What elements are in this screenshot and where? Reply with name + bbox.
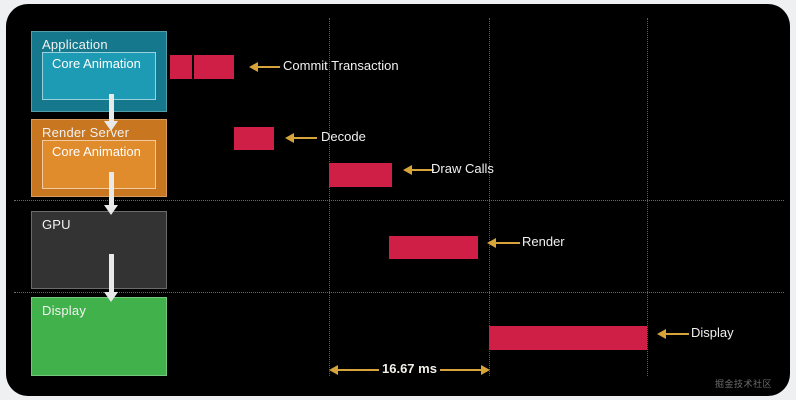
callout-line-display: [665, 333, 689, 335]
lane-inner-box-application: Core Animation: [42, 52, 156, 100]
callout-arrowhead-draw-calls: [403, 165, 412, 175]
callout-line-render: [495, 242, 520, 244]
bar-decode: [234, 127, 274, 150]
bar-render: [389, 236, 478, 259]
measure-label-16-67-ms: 16.67 ms: [382, 361, 437, 376]
flow-arrow-gpu-to-display-head: [104, 292, 118, 302]
callout-arrowhead-display: [657, 329, 666, 339]
flow-arrow-app-to-render-server-head: [104, 121, 118, 131]
lane-inner-label-application: Core Animation: [52, 56, 141, 71]
callout-line-decode: [293, 137, 317, 139]
flow-arrow-app-to-render-server-shaft: [109, 94, 114, 123]
flow-arrow-render-server-to-gpu-shaft: [109, 172, 114, 207]
measure-arrowhead-left: [329, 365, 338, 375]
horizontal-gridline-gpu: [14, 200, 784, 201]
flow-arrow-gpu-to-display-shaft: [109, 254, 114, 294]
callout-label-draw-calls: Draw Calls: [431, 161, 494, 176]
lane-panel-gpu: GPU: [31, 211, 167, 289]
callout-label-display: Display: [691, 325, 734, 340]
watermark: 掘金技术社区: [714, 379, 772, 389]
callout-arrowhead-commit-transaction: [249, 62, 258, 72]
callout-arrowhead-decode: [285, 133, 294, 143]
bar-commit-transaction-b: [194, 55, 234, 79]
vertical-gridline-3: [647, 18, 648, 376]
lane-label-display: Display: [42, 303, 87, 318]
bar-display: [489, 326, 647, 350]
callout-line-draw-calls: [411, 169, 434, 171]
lane-label-application: Application: [42, 37, 108, 52]
lane-label-gpu: GPU: [42, 217, 71, 232]
callout-label-commit-transaction: Commit Transaction: [283, 58, 399, 73]
vertical-gridline-2: [489, 18, 490, 376]
measure-arrowhead-right: [481, 365, 490, 375]
bar-commit-transaction-a: [170, 55, 194, 79]
horizontal-gridline-display: [14, 292, 784, 293]
diagram-canvas: Application Core Animation Render Server…: [6, 4, 790, 396]
callout-line-commit-transaction: [257, 66, 280, 68]
lane-panel-display: Display: [31, 297, 167, 376]
lane-inner-box-render-server: Core Animation: [42, 140, 156, 189]
vertical-gridline-1: [329, 18, 330, 376]
flow-arrow-render-server-to-gpu-head: [104, 205, 118, 215]
callout-label-render: Render: [522, 234, 565, 249]
callout-label-decode: Decode: [321, 129, 366, 144]
callout-arrowhead-render: [487, 238, 496, 248]
measure-line-right: [440, 369, 481, 371]
lane-inner-label-render-server: Core Animation: [52, 144, 141, 159]
bar-draw-calls: [329, 163, 392, 187]
measure-line-left: [337, 369, 379, 371]
